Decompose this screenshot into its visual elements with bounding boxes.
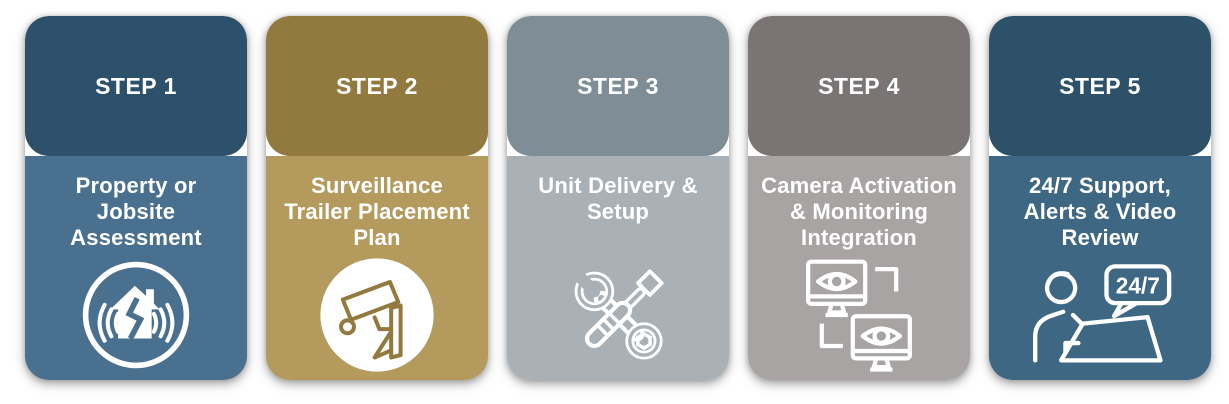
step-card-3: STEP 3 Unit Delivery & Setup bbox=[507, 16, 729, 380]
step-card-1: STEP 1 Property or Jobsite Assessment bbox=[25, 16, 247, 380]
step-4-label: STEP 4 bbox=[818, 72, 900, 99]
bubble-text: 24/7 bbox=[1116, 272, 1160, 298]
step-card-4: STEP 4 Camera Activation & Monitoring In… bbox=[748, 16, 970, 380]
step-2-title: Surveillance Trailer Placement Plan bbox=[284, 173, 470, 250]
step-5-body: 24/7 Support, Alerts & Video Review 24/7 bbox=[989, 156, 1211, 380]
step-5-header: STEP 5 bbox=[989, 16, 1211, 156]
step-3-body: Unit Delivery & Setup bbox=[507, 156, 729, 380]
step-card-2: STEP 2 Surveillance Trailer Placement Pl… bbox=[266, 16, 488, 380]
step-3-title: Unit Delivery & Setup bbox=[538, 173, 698, 224]
step-card-5: STEP 5 24/7 Support, Alerts & Video Revi… bbox=[989, 16, 1211, 380]
step-4-body: Camera Activation & Monitoring Integrati… bbox=[748, 156, 970, 380]
step-1-header: STEP 1 bbox=[25, 16, 247, 156]
step-5-label: STEP 5 bbox=[1059, 72, 1141, 99]
monitors-eye-icon bbox=[806, 259, 912, 372]
step-4-header: STEP 4 bbox=[748, 16, 970, 156]
support-agent-247-icon: 24/7 bbox=[1033, 263, 1172, 363]
step-3-label: STEP 3 bbox=[577, 72, 659, 99]
step-5-title: 24/7 Support, Alerts & Video Review bbox=[1023, 173, 1177, 250]
cctv-camera-icon bbox=[320, 257, 434, 372]
step-4-title: Camera Activation & Monitoring Integrati… bbox=[761, 173, 957, 250]
step-2-body: Surveillance Trailer Placement Plan bbox=[266, 156, 488, 380]
step-2-header: STEP 2 bbox=[266, 16, 488, 156]
vibration-damaged-house-icon bbox=[82, 261, 190, 368]
wrench-screwdriver-icon bbox=[567, 263, 664, 360]
step-1-label: STEP 1 bbox=[95, 72, 177, 99]
step-1-title: Property or Jobsite Assessment bbox=[70, 173, 202, 250]
step-1-body: Property or Jobsite Assessment bbox=[25, 156, 247, 380]
step-3-header: STEP 3 bbox=[507, 16, 729, 156]
step-2-label: STEP 2 bbox=[336, 72, 418, 99]
